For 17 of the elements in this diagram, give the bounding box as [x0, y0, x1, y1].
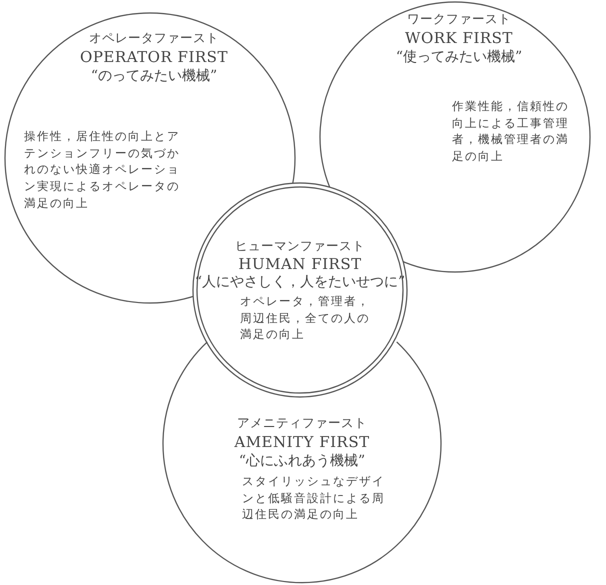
description: オペレータ，管理者，周辺住民，全ての人の満足の向上 [240, 293, 371, 344]
description: スタイリッシュなデザインと低騒音設計による周辺住民の満足の向上 [242, 473, 386, 524]
english-heading: WORK FIRST [404, 29, 514, 48]
heading: ヒューマンファースト [234, 238, 366, 254]
concept-circle [192, 182, 408, 398]
slogan: “のってみたい機械” [90, 68, 218, 86]
slogan: “使ってみたい機械” [394, 49, 524, 66]
english-heading: OPERATOR FIRST [79, 48, 229, 67]
description: 操作性，居住性の向上とアテンションフリーの気づかれのない快適オペレーション実現によるオペレータの満足の向上 [24, 128, 181, 212]
heading: アメニティファースト [236, 415, 368, 431]
description: 作業性能，信頼性の向上による工事管理者，機械管理者の満足の向上 [452, 98, 570, 165]
slogan: “心にふれあう機械” [238, 453, 366, 470]
heading: ワークファースト [406, 11, 512, 27]
english-heading: HUMAN FIRST [237, 255, 363, 274]
english-heading: AMENITY FIRST [233, 433, 371, 452]
slogan: “人にやさしく，人をたいせつに” [194, 274, 406, 292]
heading: オペレータファースト [88, 30, 220, 46]
